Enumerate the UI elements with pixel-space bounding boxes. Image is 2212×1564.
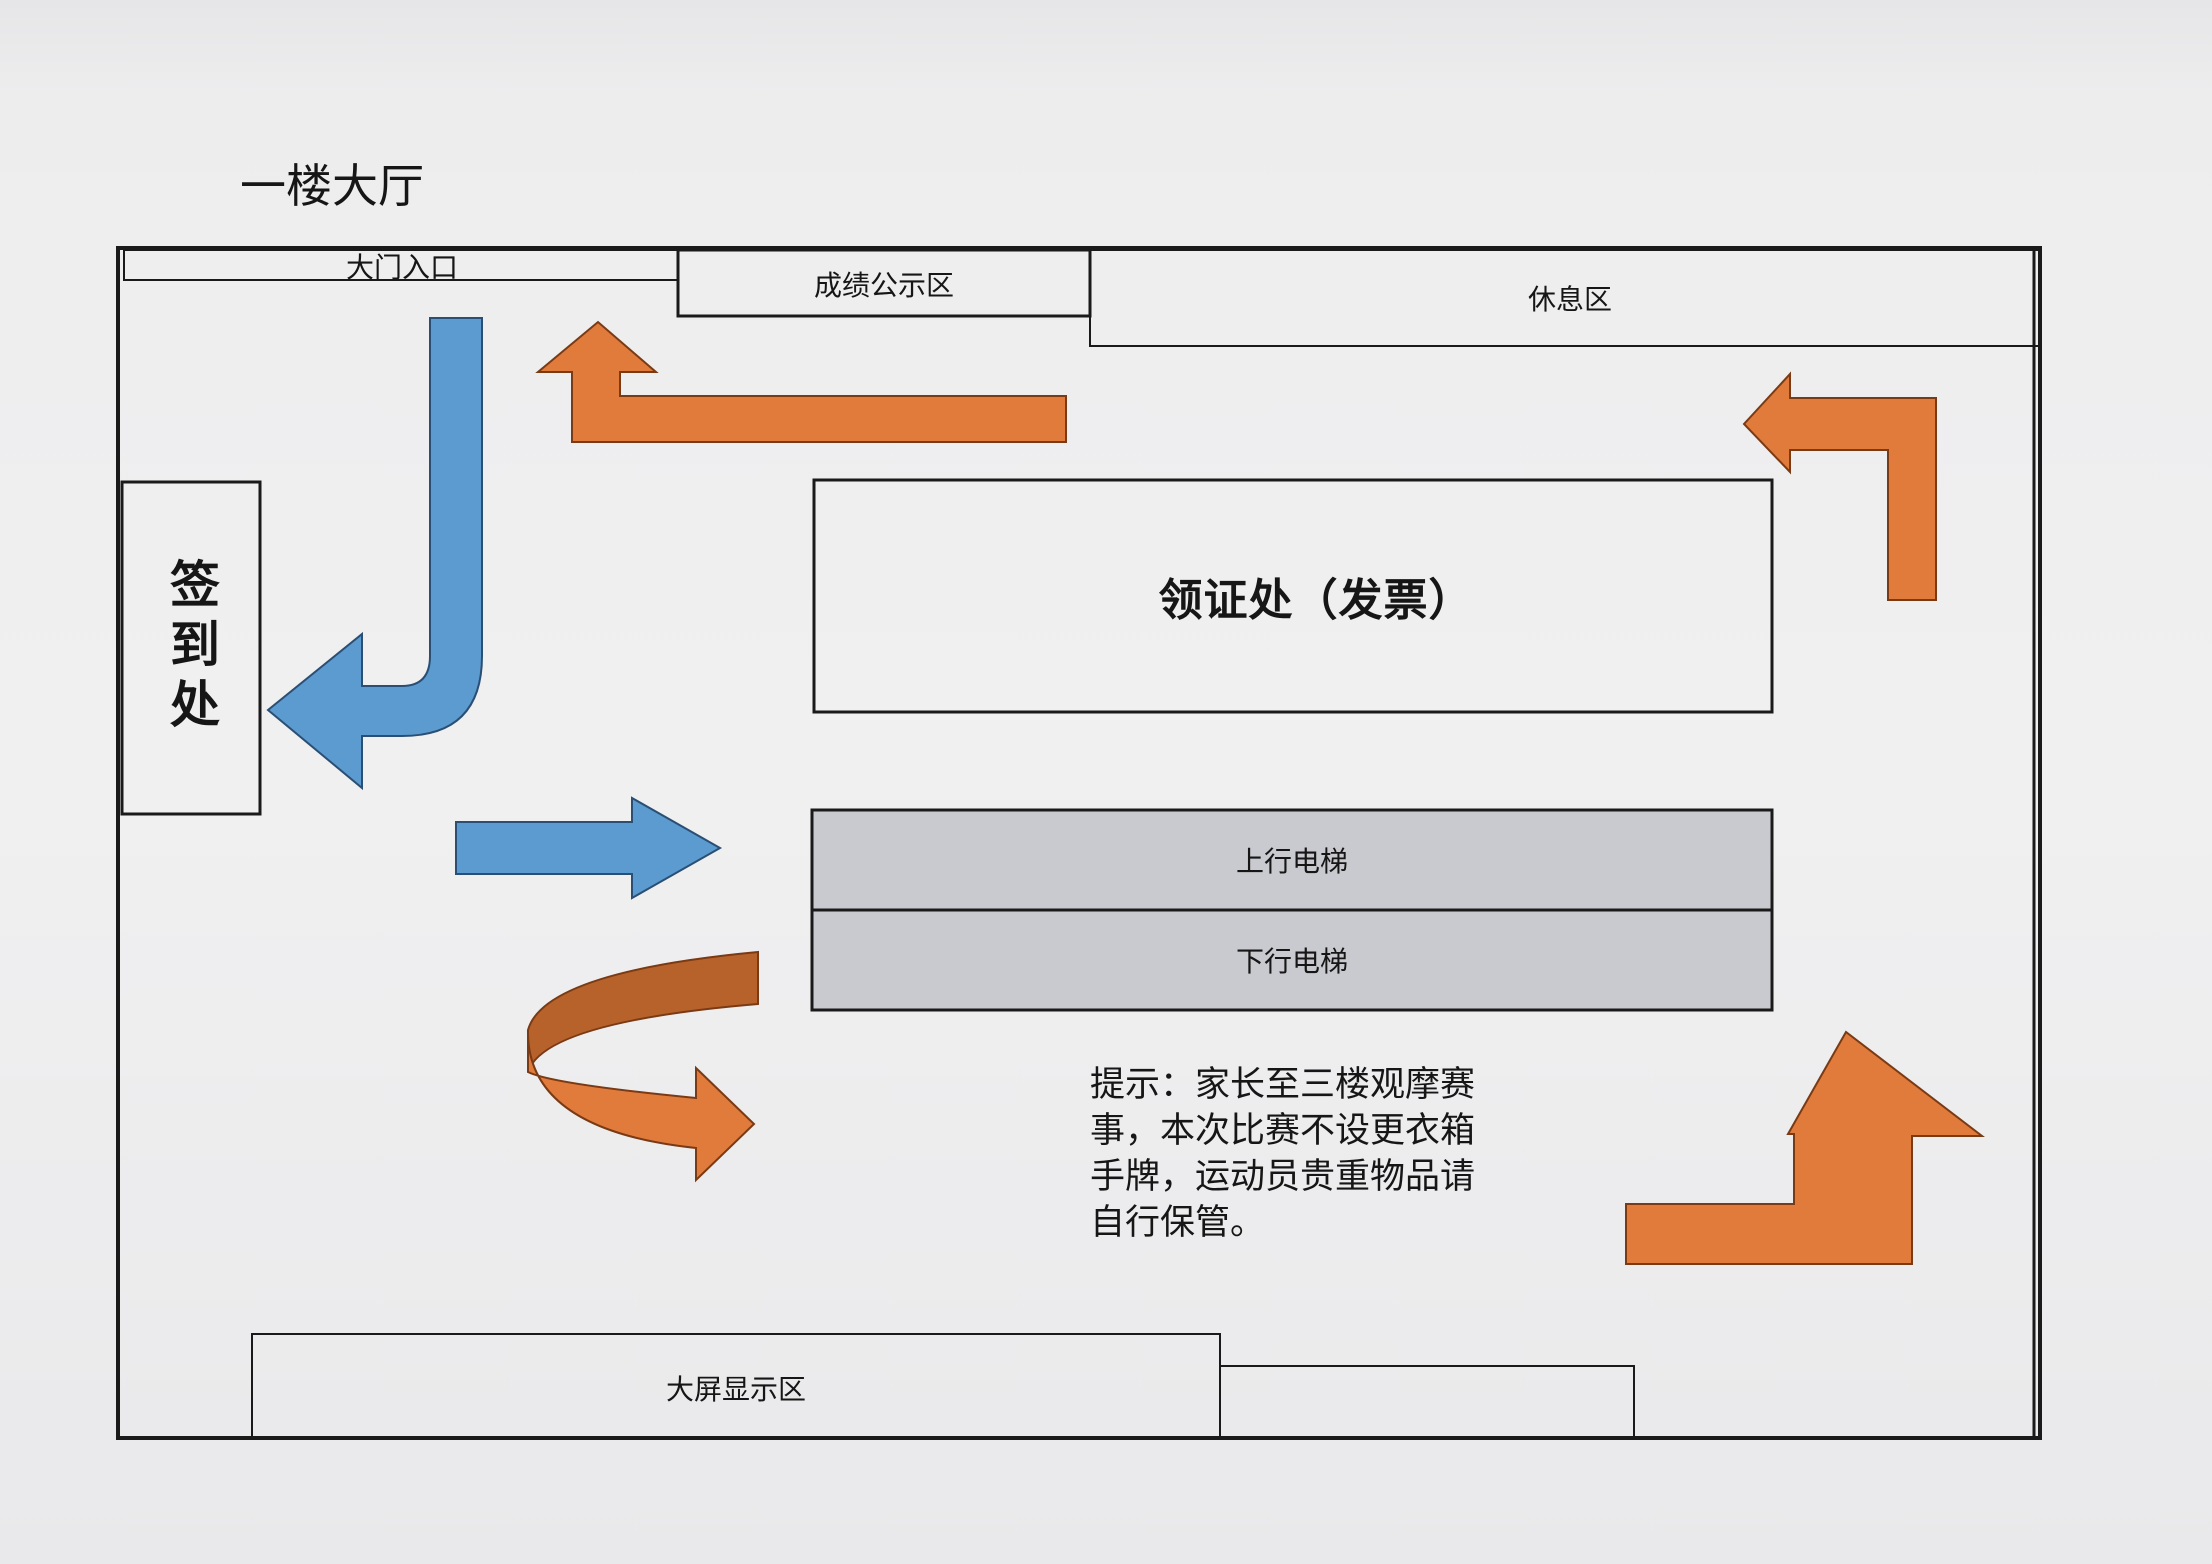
escalator-up-label: 上行电梯 — [1235, 845, 1349, 878]
entrance-label: 大门入口 — [345, 251, 459, 284]
u-turn-arrow-icon — [526, 950, 759, 1183]
right-arrow-icon — [455, 796, 723, 900]
pickup-label: 领证处（发票） — [1158, 575, 1474, 626]
right-up-arrow-icon — [1625, 1030, 1985, 1265]
escalator-up-box — [810, 808, 1774, 912]
rest-zone — [1089, 249, 2041, 347]
checkin-label: 签到处 — [162, 558, 220, 738]
results-label: 成绩公示区 — [813, 269, 955, 302]
up-left-arrow-icon — [1742, 371, 1937, 601]
big-screen-label: 大屏显示区 — [665, 1373, 807, 1406]
notice-text: 提示：家长至三楼观摩赛事，本次比赛不设更衣箱手牌，运动员贵重物品请自行保管。 — [1090, 1065, 1476, 1243]
down-left-arrow-icon — [266, 317, 483, 791]
rest-label: 休息区 — [1527, 283, 1613, 316]
checkin-desk — [120, 480, 262, 816]
escalator-down-label: 下行电梯 — [1235, 945, 1349, 978]
page-title: 一楼大厅 — [240, 159, 424, 213]
pickup-desk — [812, 478, 1774, 714]
side-bench — [1219, 1365, 1635, 1439]
left-up-arrow-icon — [535, 320, 1067, 443]
escalator-down-box — [810, 908, 1774, 1012]
